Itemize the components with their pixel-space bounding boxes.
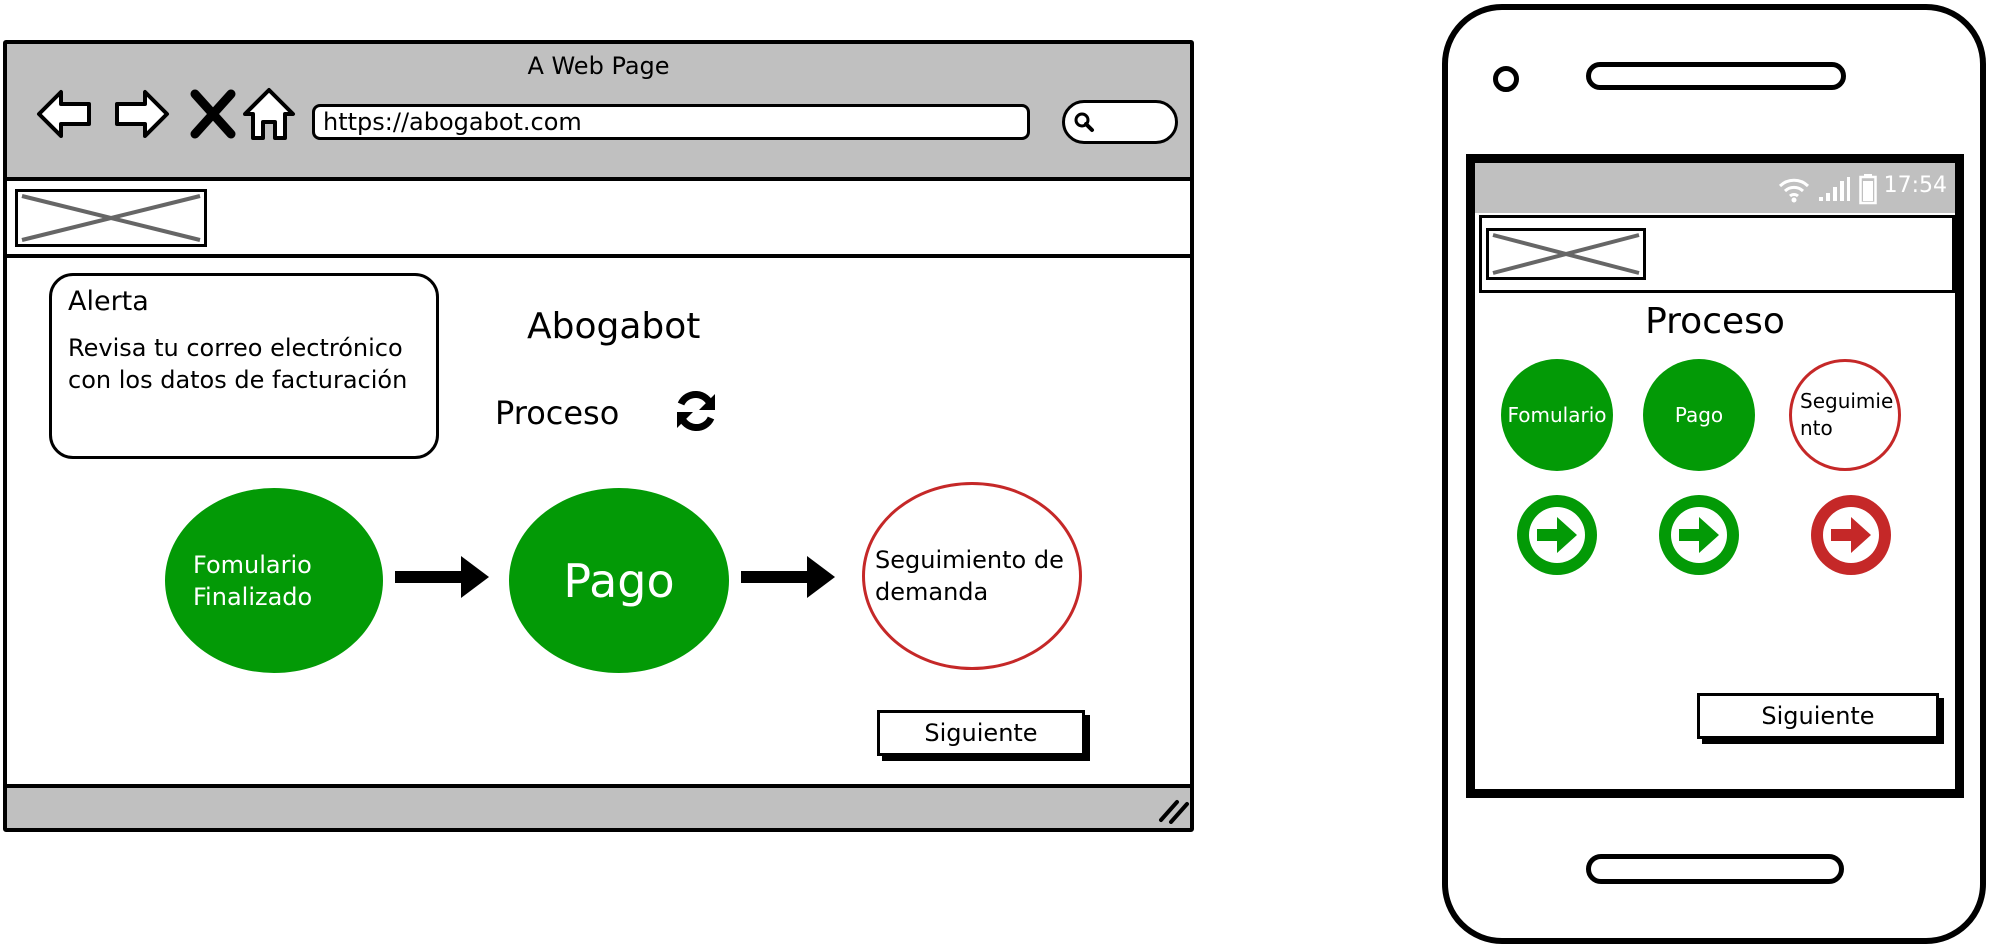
arrow-circle-right-icon[interactable] — [1515, 493, 1599, 577]
status-bar: 17:54 — [1475, 163, 1955, 213]
phone-next-button[interactable]: Siguiente — [1697, 693, 1939, 739]
signal-icon — [1819, 177, 1850, 201]
browser-status-bar — [7, 784, 1190, 828]
status-time: 17:54 — [1883, 173, 1947, 198]
phone-step-payment: Pago — [1643, 359, 1755, 471]
logo-image-placeholder — [15, 189, 207, 247]
forward-arrow-icon[interactable] — [111, 84, 171, 144]
camera-icon — [1493, 66, 1519, 92]
brand-name: Abogabot — [527, 306, 701, 347]
browser-toolbar: A Web Page https://abogabot.com — [7, 44, 1190, 181]
refresh-icon[interactable] — [671, 386, 721, 436]
phone-screen: 17:54 Proceso Fomulario Pago Seguimiento — [1466, 154, 1964, 798]
logo-image-placeholder — [1486, 228, 1646, 280]
image-placeholder-icon — [1492, 233, 1640, 275]
back-arrow-icon[interactable] — [35, 84, 95, 144]
phone-step-form: Fomulario — [1501, 359, 1613, 471]
search-icon — [1074, 112, 1094, 132]
wifi-icon — [1778, 178, 1810, 203]
phone-process-title: Proceso — [1645, 301, 1785, 342]
step-form-completed: Fomulario Finalizado — [165, 488, 383, 673]
arrow-circle-right-icon[interactable] — [1657, 493, 1741, 577]
alert-box: Alerta Revisa tu correo electrónico con … — [49, 273, 439, 459]
home-icon[interactable] — [239, 84, 299, 144]
url-input[interactable]: https://abogabot.com — [312, 104, 1030, 140]
close-icon[interactable] — [183, 84, 243, 144]
process-label: Proceso — [495, 394, 620, 432]
phone-step-tracking: Seguimiento — [1789, 359, 1901, 471]
resize-handle-icon[interactable] — [1157, 796, 1191, 824]
arrow-right-icon — [395, 556, 489, 598]
browser-title: A Web Page — [527, 52, 670, 80]
image-placeholder-icon — [21, 194, 201, 242]
next-button[interactable]: Siguiente — [877, 710, 1085, 756]
phone-home-button[interactable] — [1586, 854, 1844, 884]
alert-title: Alerta — [68, 286, 149, 317]
search-field[interactable] — [1062, 100, 1178, 144]
alert-message: Revisa tu correo electrónico con los dat… — [68, 334, 408, 394]
arrow-circle-right-icon[interactable] — [1809, 493, 1893, 577]
site-header — [7, 181, 1190, 258]
step-payment: Pago — [509, 488, 729, 673]
phone-speaker — [1586, 62, 1846, 90]
phone-header — [1479, 215, 1955, 293]
step-case-tracking: Seguimiento de demanda — [862, 482, 1082, 670]
browser-window: A Web Page https://abogabot.com — [3, 40, 1194, 832]
arrow-right-icon — [741, 556, 835, 598]
battery-icon — [1859, 174, 1877, 205]
